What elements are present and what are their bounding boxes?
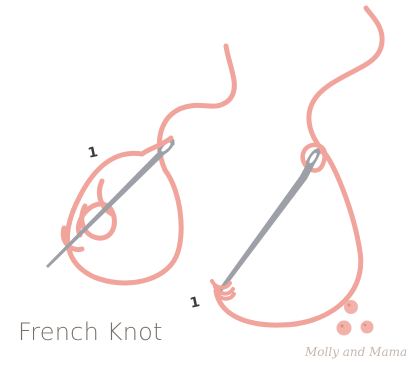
thread-left-loop	[67, 153, 181, 283]
logo-text: Molly and Mama	[305, 345, 407, 359]
thread-left-tail	[159, 46, 234, 170]
needle-left	[46, 136, 177, 268]
thread-right-tail	[309, 8, 382, 150]
caption-french-knot: French Knot	[18, 318, 163, 346]
thread-right-loop	[216, 150, 361, 325]
needle-right	[218, 146, 323, 293]
